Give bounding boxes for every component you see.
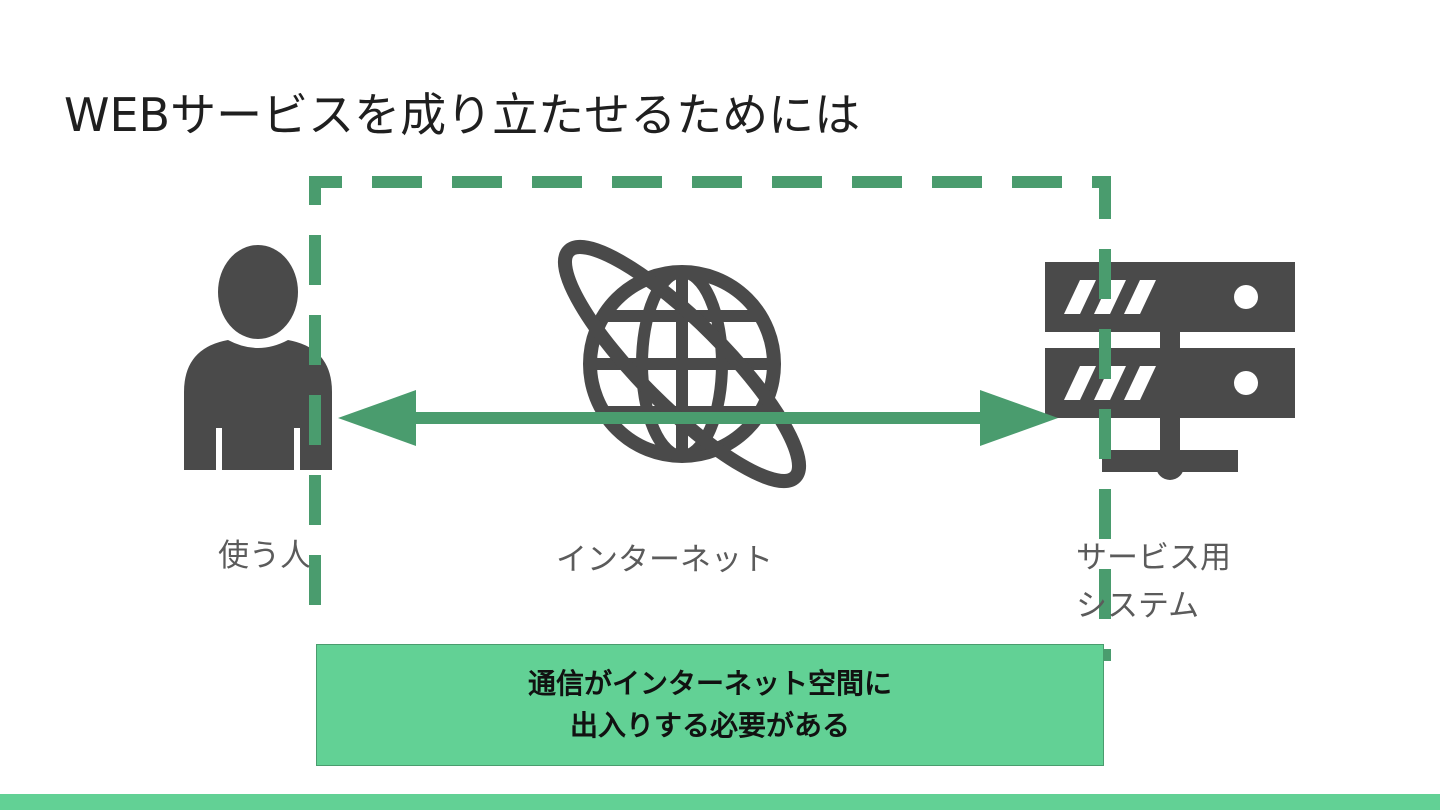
note-line-2: 出入りする必要がある [569,709,850,742]
globe-icon [558,240,806,488]
slide-title: WEBサービスを成り立たせるためには [64,88,861,142]
note-line-1: 通信がインターネット空間に [527,667,892,700]
server-label: サービス用 システム [1076,540,1231,624]
internet-label: インターネット [556,542,773,578]
footer-bar [0,794,1440,810]
note-box: 通信がインターネット空間に 出入りする必要がある [316,644,1104,766]
user-label: 使う人 [218,538,311,574]
server-icon [1045,262,1295,480]
connection-arrow [338,390,1058,446]
person-icon [184,245,332,470]
